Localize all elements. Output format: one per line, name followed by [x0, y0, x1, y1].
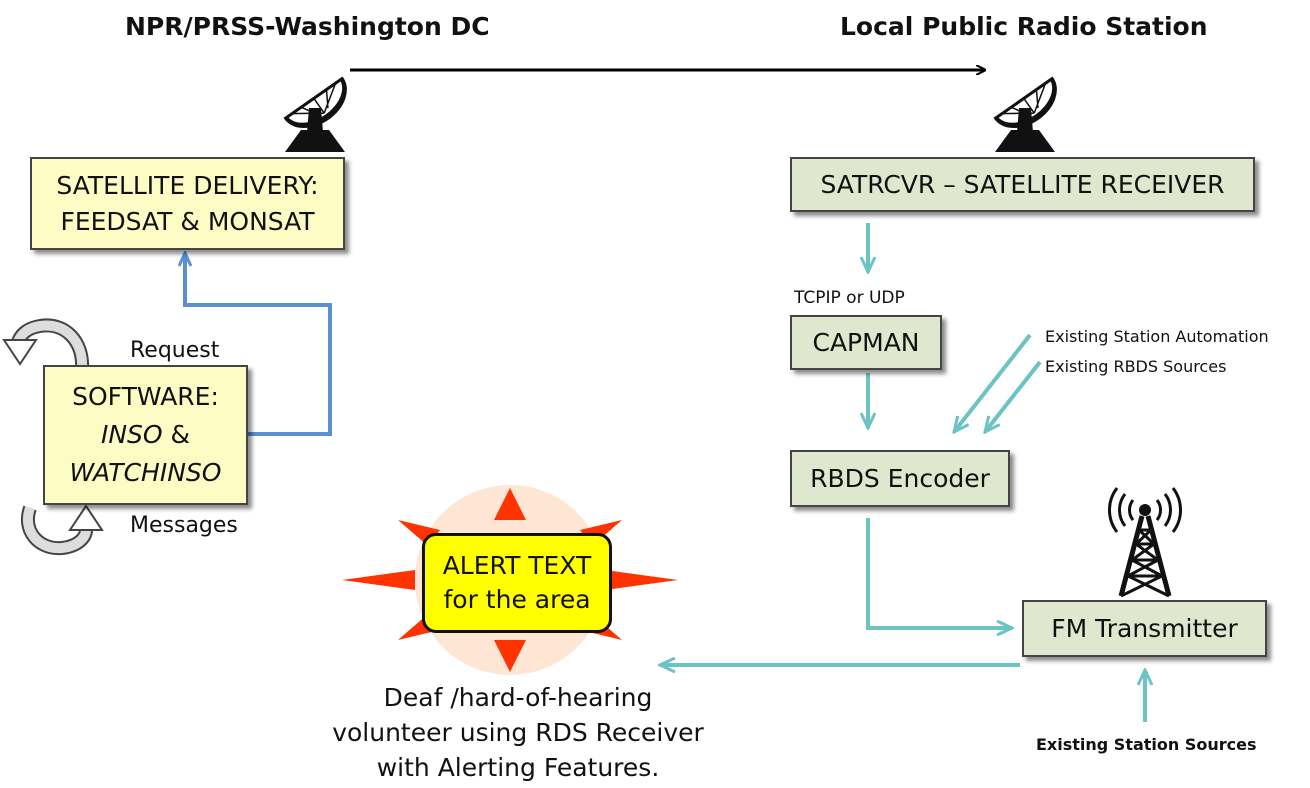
existing-automation-label: Existing Station Automation	[1045, 327, 1269, 346]
rbds-sources-to-rbds-arrow	[985, 360, 1042, 432]
watchinso-label: WATCHINSO	[69, 458, 222, 487]
alert-line-1: ALERT TEXT	[442, 551, 592, 580]
rbds-encoder-box: RBDS Encoder	[790, 450, 1010, 507]
satellite-delivery-line-2: FEEDSAT & MONSAT	[60, 206, 315, 236]
existing-sources-label: Existing Station Sources	[1036, 735, 1257, 754]
capman-box: CAPMAN	[790, 315, 942, 370]
software-line-1: SOFTWARE:	[72, 382, 219, 411]
cycle-arrow-icon	[2, 318, 90, 371]
receiver-caption: Deaf /hard-of-hearing volunteer using RD…	[318, 680, 718, 785]
ampersand-label: &	[162, 420, 191, 449]
receiver-caption-line-3: with Alerting Features.	[376, 753, 660, 782]
satellite-delivery-box: SATELLITE DELIVERY: FEEDSAT & MONSAT	[30, 157, 345, 250]
software-to-delivery-arrow	[185, 253, 332, 436]
existing-rbds-label: Existing RBDS Sources	[1045, 357, 1227, 376]
request-label: Request	[130, 338, 220, 363]
cycle-arrow-icon	[21, 504, 104, 556]
tcpip-label: TCPIP or UDP	[794, 288, 905, 308]
automation-to-rbds-arrow	[954, 333, 1032, 432]
software-box: SOFTWARE: INSO & WATCHINSO	[43, 365, 248, 505]
alert-line-2: for the area	[443, 585, 591, 614]
satellite-delivery-line-1: SATELLITE DELIVERY:	[56, 170, 319, 200]
alert-text-box: ALERT TEXT for the area	[422, 533, 612, 633]
satellite-dish-icon	[993, 76, 1057, 152]
messages-label: Messages	[130, 513, 238, 538]
radio-tower-icon	[1107, 487, 1183, 598]
receiver-caption-line-2: volunteer using RDS Receiver	[332, 718, 704, 747]
local-station-header: Local Public Radio Station	[840, 12, 1208, 41]
receiver-caption-line-1: Deaf /hard-of-hearing	[383, 683, 653, 712]
inso-label: INSO	[100, 420, 163, 449]
npr-header: NPR/PRSS-Washington DC	[125, 12, 490, 41]
rbds-to-fm-arrow	[866, 518, 1012, 628]
satellite-dish-icon	[283, 76, 347, 152]
satrcvr-box: SATRCVR – SATELLITE RECEIVER	[790, 157, 1255, 212]
software-line-2: INSO &	[101, 416, 190, 454]
fm-transmitter-box: FM Transmitter	[1022, 600, 1267, 657]
